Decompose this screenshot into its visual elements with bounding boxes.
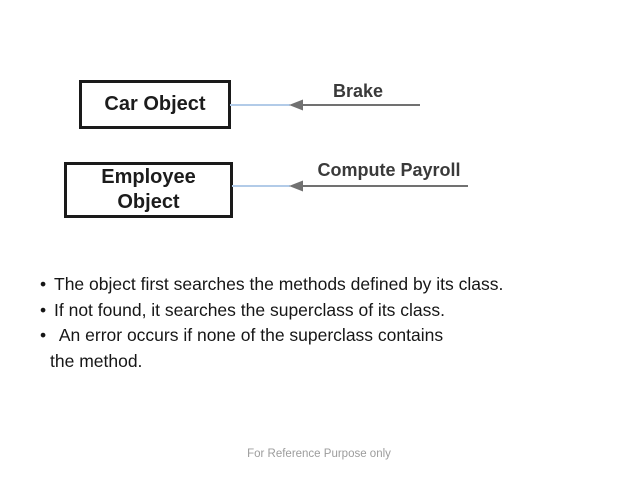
payroll-arrowhead-icon bbox=[289, 180, 303, 192]
employee-object-box: Employee Object bbox=[64, 162, 233, 218]
watermark-text: For Reference Purpose only bbox=[247, 448, 391, 460]
brake-arrowhead-icon bbox=[289, 99, 303, 111]
brake-arrow-label: Brake bbox=[332, 81, 384, 101]
car-object-label: Car Object bbox=[104, 93, 206, 115]
list-item: • If not found, it searches the supercla… bbox=[40, 298, 610, 324]
car-object-box: Car Object bbox=[79, 80, 231, 129]
bullet-text: The object first searches the methods de… bbox=[54, 274, 504, 294]
list-item: • The object first searches the methods … bbox=[40, 272, 610, 298]
bullet-text: An error occurs if none of the superclas… bbox=[54, 325, 444, 346]
list-item: • An error occurs if none of the supercl… bbox=[40, 323, 610, 349]
brake-arrow bbox=[230, 99, 420, 111]
bullet-continuation-text: the method. bbox=[50, 351, 143, 372]
bullet-icon: • bbox=[40, 299, 47, 320]
bullet-icon: • bbox=[40, 325, 47, 346]
employee-object-label: Employee Object bbox=[101, 166, 196, 213]
compute-payroll-arrow-label: Compute Payroll bbox=[317, 160, 461, 180]
bullet-text: If not found, it searches the superclass… bbox=[54, 299, 446, 320]
bullet-list: • The object first searches the methods … bbox=[40, 272, 610, 375]
bullet-icon: • bbox=[40, 274, 47, 294]
compute-payroll-arrow bbox=[232, 180, 468, 192]
